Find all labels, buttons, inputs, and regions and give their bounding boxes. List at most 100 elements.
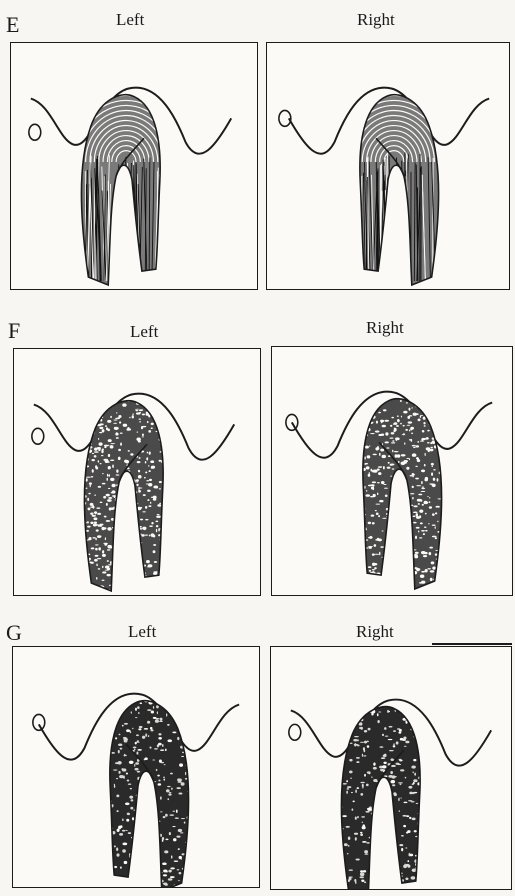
speckle (113, 399, 118, 401)
speckle (360, 873, 365, 876)
speckle (85, 488, 87, 489)
speckle (167, 589, 171, 591)
speckle (426, 873, 428, 875)
speckle (107, 549, 110, 550)
speckle (105, 537, 106, 540)
speckle (128, 485, 129, 487)
speckle (368, 522, 371, 525)
speckle (371, 776, 373, 777)
speckle (161, 586, 164, 587)
speckle (404, 582, 409, 585)
speckle (411, 395, 414, 398)
speckle (142, 833, 144, 834)
speckle (147, 452, 148, 454)
speckle (181, 697, 184, 698)
speckle (102, 571, 106, 573)
speckle (394, 793, 397, 796)
speckle (105, 768, 108, 771)
speckle (431, 745, 432, 747)
speckle (427, 862, 430, 863)
speckle (152, 865, 154, 867)
speckle (94, 455, 97, 457)
speckle (385, 441, 389, 443)
speckle (102, 550, 104, 554)
speckle (172, 454, 176, 457)
speckle (134, 841, 136, 844)
speckle (349, 435, 351, 438)
speckle (374, 803, 378, 805)
speckle (97, 765, 102, 769)
speckle (80, 569, 84, 571)
speckle (369, 413, 371, 414)
speckle (349, 759, 352, 762)
speckle (373, 494, 376, 497)
speckle (186, 728, 189, 730)
speckle (351, 483, 354, 485)
speckle (411, 765, 415, 768)
speckle (156, 705, 159, 708)
speckle (362, 705, 367, 708)
speckle (140, 856, 143, 859)
speckle (389, 542, 394, 543)
speckle (427, 870, 429, 871)
speckle (127, 779, 130, 781)
speckle (384, 754, 386, 755)
speckle (387, 790, 391, 792)
speckle (375, 510, 377, 511)
speckle (367, 745, 370, 748)
speckle (119, 734, 121, 736)
speckle (349, 717, 352, 718)
speckle (132, 562, 134, 565)
speckle (183, 881, 186, 882)
speckle (364, 486, 365, 489)
speckle (418, 530, 419, 532)
speckle (128, 562, 133, 565)
speckle (364, 881, 366, 883)
speckle (168, 563, 171, 566)
speckle (124, 473, 128, 475)
speckle (429, 785, 431, 787)
speckle (425, 453, 426, 456)
speckle (431, 771, 433, 773)
speckle (134, 764, 135, 767)
speckle (139, 487, 142, 488)
speckle (340, 708, 343, 711)
speckle (442, 526, 445, 527)
speckle (402, 575, 405, 576)
speckle (408, 421, 413, 423)
speckle (417, 704, 420, 706)
speckle (398, 732, 401, 734)
speckle (171, 450, 175, 452)
speckle (98, 797, 102, 799)
speckle (157, 775, 160, 777)
speckle (412, 453, 417, 457)
speckle (383, 762, 386, 764)
speckle (79, 454, 80, 457)
speckle (107, 545, 111, 548)
speckle (170, 395, 173, 396)
speckle (394, 422, 398, 425)
speckle (397, 531, 399, 532)
speckle (416, 803, 419, 804)
speckle (414, 400, 417, 402)
speckle (137, 461, 141, 463)
speckle (362, 785, 363, 788)
speckle (403, 568, 405, 570)
speckle (399, 526, 404, 528)
speckle (345, 714, 348, 716)
speckle (148, 505, 151, 507)
speckle (400, 423, 402, 425)
speckle (191, 862, 194, 865)
speckle (406, 467, 409, 470)
fibre-stroke (125, 179, 127, 281)
speckle (413, 516, 416, 518)
speckle (103, 459, 108, 461)
speckle (362, 841, 366, 843)
speckle (425, 402, 430, 406)
speckle (104, 879, 107, 882)
speckle (151, 423, 154, 425)
speckle (104, 393, 106, 396)
speckle (394, 487, 396, 488)
speckle (162, 572, 166, 573)
speckle (423, 786, 426, 790)
